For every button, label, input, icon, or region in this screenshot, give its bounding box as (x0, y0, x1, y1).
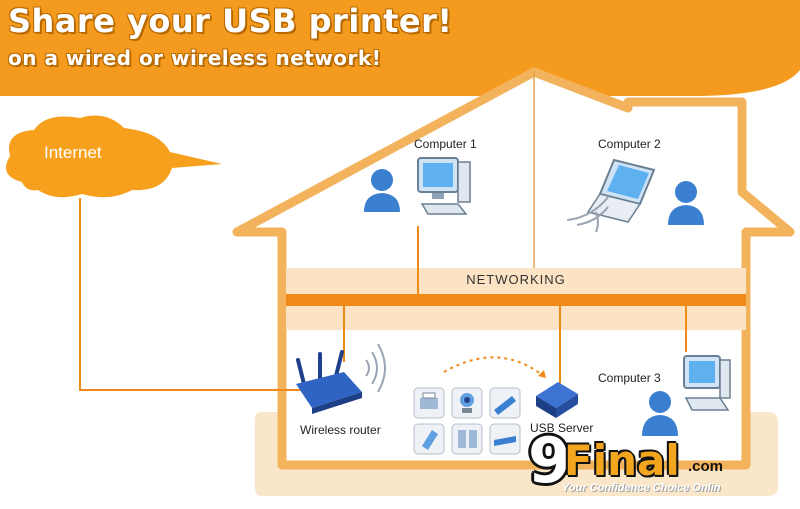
router-icon (296, 350, 362, 414)
wireless-link-arc (443, 356, 547, 379)
usb-stick-icon (489, 423, 521, 455)
cloud-icon (6, 115, 222, 198)
user-icon (668, 181, 704, 225)
lower-band (286, 306, 746, 330)
printer-icon (413, 387, 445, 419)
brand-tagline: Your Confidence Choice Onlin (562, 482, 721, 494)
networking-band (286, 268, 746, 294)
brand-name: Final (564, 436, 680, 485)
computer3-label: Computer 3 (598, 371, 661, 385)
wireless-waves-icon (567, 195, 610, 233)
brand-nine: 9 (528, 424, 572, 497)
usb-server-icon (536, 382, 578, 418)
arc-arrowhead (538, 370, 546, 378)
usb-stick-icon (489, 387, 521, 419)
device-tiles (413, 387, 521, 455)
computer2-label: Computer 2 (598, 137, 661, 151)
computer1-label: Computer 1 (414, 137, 477, 151)
user-icon (364, 169, 400, 212)
page-title: Share your USB printer! (8, 2, 453, 40)
user-icon (642, 391, 678, 436)
internet-cable (79, 198, 316, 391)
page-subtitle: on a wired or wireless network! (8, 46, 382, 70)
internet-label: Internet (44, 143, 102, 162)
speaker-icon (451, 423, 483, 455)
brand-tld: .com (688, 458, 724, 475)
laptop-icon (586, 158, 656, 223)
wireless-waves-icon (365, 343, 386, 393)
networking-bus (286, 294, 746, 306)
desktop-computer-icon (683, 355, 731, 411)
networking-label: NETWORKING (466, 272, 566, 287)
usb-server-label: USB Server (530, 421, 594, 435)
scanner-icon (413, 423, 445, 455)
wireless-router-label: Wireless router (300, 423, 381, 437)
desktop-computer-icon (417, 157, 471, 215)
webcam-icon (451, 387, 483, 419)
header-banner (0, 0, 800, 96)
